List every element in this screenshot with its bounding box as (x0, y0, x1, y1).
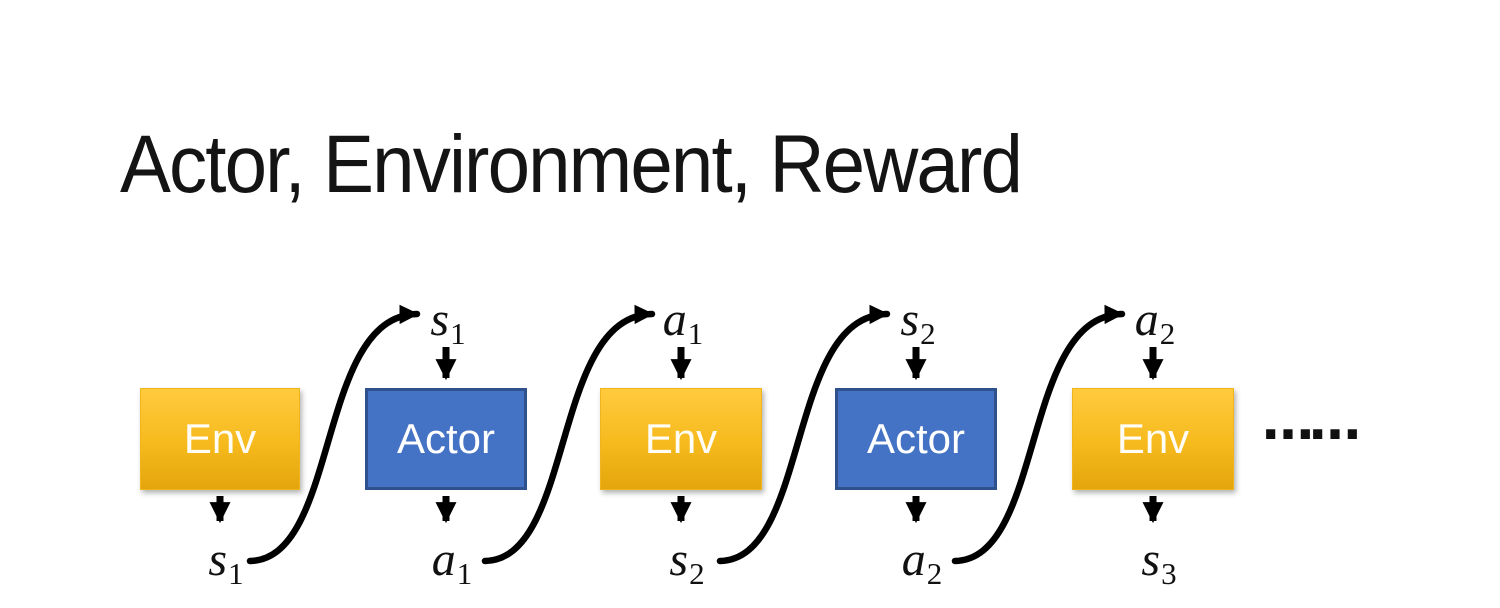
env-box-3-label: Env (1116, 415, 1190, 462)
actor-box-2-label: Actor (866, 415, 966, 462)
env-box-1: Env (140, 388, 300, 490)
ellipsis-dots: …… (1262, 392, 1361, 452)
top-label-a1: a1 (662, 293, 704, 351)
actor-box-1-label: Actor (396, 415, 496, 462)
curve-s2-bottom-to-s2-top (716, 304, 891, 565)
bottom-label-s1: s1 (208, 533, 244, 591)
top-label-s2: s2 (900, 293, 936, 351)
env-box-1-label: Env (183, 415, 257, 462)
curve-a2-bottom-to-a2-top (951, 304, 1126, 565)
bottom-label-s2: s2 (669, 533, 705, 591)
top-label-s1: s1 (430, 293, 466, 351)
curve-a1-bottom-to-a1-top (481, 304, 656, 565)
bottom-label-a1: a1 (431, 533, 473, 591)
bottom-label-s3: s3 (1141, 533, 1177, 591)
actor-box-2: Actor (835, 388, 997, 490)
env-box-2: Env (600, 388, 762, 490)
top-label-a2: a2 (1134, 293, 1176, 351)
curve-s1-bottom-to-s1-top (246, 304, 421, 565)
slide-title: Actor, Environment, Reward (120, 119, 1023, 210)
env-box-2-label: Env (644, 415, 718, 462)
bottom-label-a2: a2 (901, 533, 943, 591)
env-box-3: Env (1072, 388, 1234, 490)
actor-box-1: Actor (365, 388, 527, 490)
